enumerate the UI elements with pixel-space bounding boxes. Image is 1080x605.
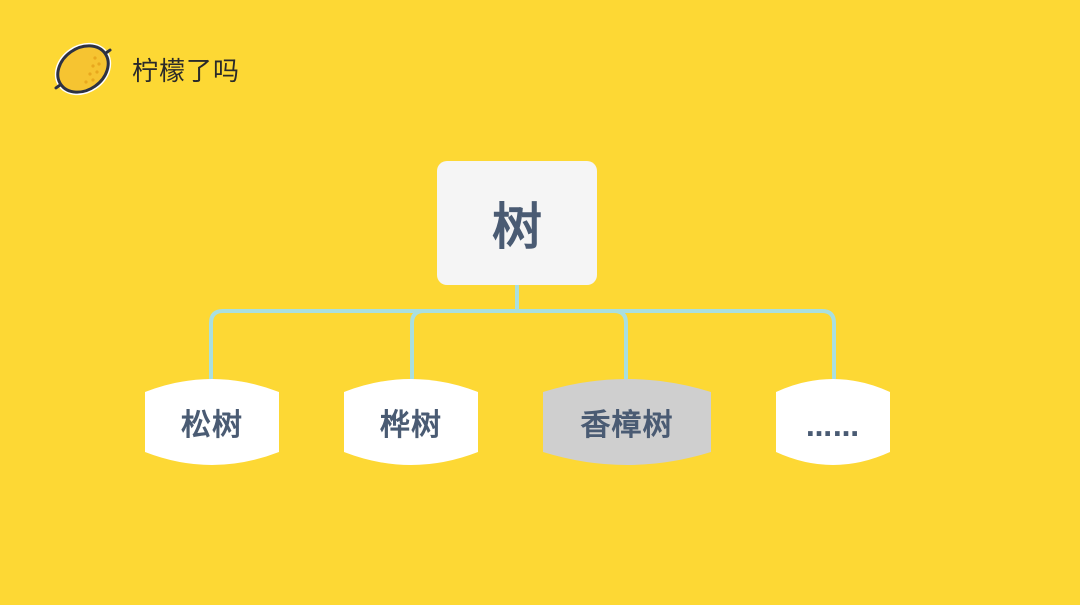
tree-child-node-1: 松树: [145, 374, 279, 470]
brand-header: 柠檬了吗: [50, 36, 240, 102]
tree-child-node-3-highlighted: 香樟树: [543, 374, 711, 470]
connector-branch-3: [612, 309, 628, 380]
tree-child-label-2: 桦树: [380, 408, 442, 443]
lemon-icon: [54, 42, 112, 96]
tree-child-label-1: 松树: [181, 408, 243, 443]
tree-root-label: 树: [492, 198, 542, 256]
node-shape: [543, 379, 711, 465]
node-shape: [344, 379, 478, 465]
connector-branch-2: [410, 309, 426, 380]
tree-child-node-4: ……: [776, 374, 890, 470]
brand-name: 柠檬了吗: [132, 56, 241, 87]
tree-child-label-3: 香樟树: [580, 408, 674, 443]
tree-child-label-4: ……: [806, 413, 860, 443]
tree-root-node: 树: [437, 161, 597, 285]
node-shape: [145, 379, 279, 465]
node-shape: [776, 379, 890, 465]
connector-horizontal-bar: [209, 309, 836, 380]
tree-child-node-2: 桦树: [344, 374, 478, 470]
